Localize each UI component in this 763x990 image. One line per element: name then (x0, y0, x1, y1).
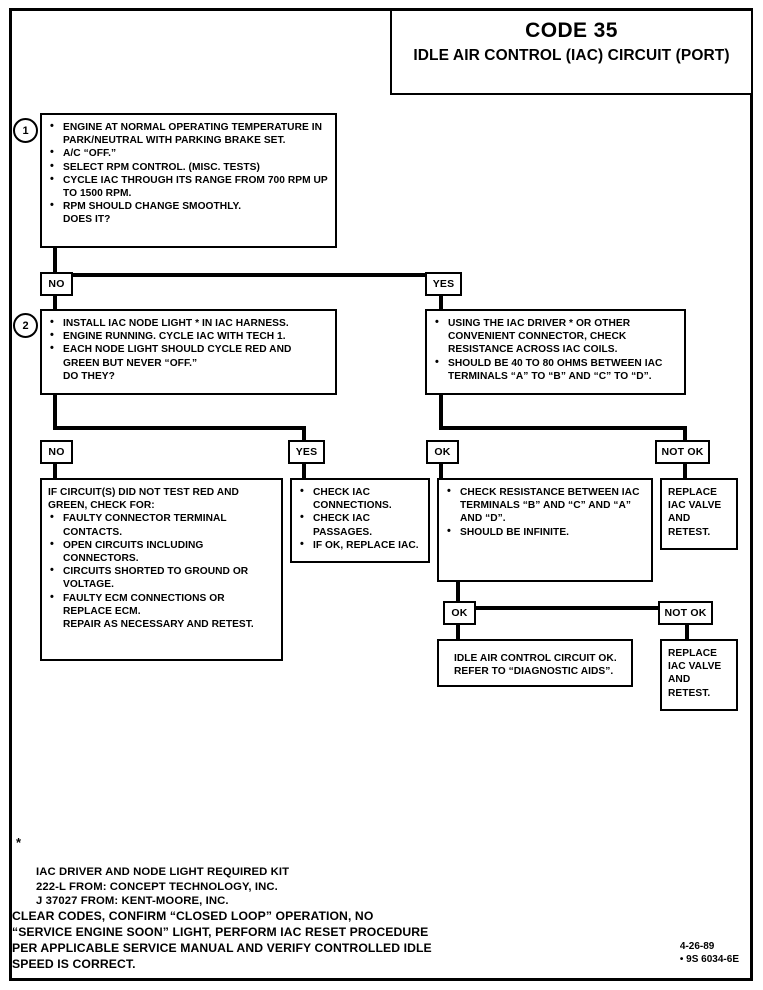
check-iac-bullet-3: IF OK, REPLACE IAC. (298, 538, 422, 552)
resistance-check-bullet-2: SHOULD BE 40 TO 80 OHMS BETWEEN IAC TERM… (433, 356, 678, 383)
replace-valve-top-text: REPLACE IAC VALVE AND RETEST. (668, 487, 722, 538)
circuit-fault-bullet-3: CIRCUITS SHORTED TO GROUND OR VOLTAGE. (48, 564, 275, 591)
step-number-2: 2 (13, 313, 38, 338)
footnote-asterisk: * (16, 835, 22, 850)
check-iac-bullet-2: CHECK IAC PASSAGES. (298, 511, 422, 538)
step-1-question: DOES IT? (63, 214, 111, 226)
step-number-2-label: 2 (22, 319, 29, 332)
connector-no2-down (53, 461, 57, 480)
branch-label-not-ok-2: NOT OK (658, 601, 713, 625)
step-1-bullet-2: A/C “OFF.” (48, 146, 329, 160)
footnote-block: * IAC DRIVER AND NODE LIGHT REQUIRED KIT… (16, 835, 290, 923)
circuit-fault-tail: REPAIR AS NECESSARY AND RETEST. (63, 619, 254, 631)
connector-resistance-bus (439, 426, 687, 430)
connector-ok2-to-box (456, 622, 460, 641)
step-2-bullet-3: EACH NODE LIGHT SHOULD CYCLE RED AND GRE… (48, 342, 329, 369)
title-block: CODE 35 IDLE AIR CONTROL (IAC) CIRCUIT (… (390, 9, 753, 95)
step-1-bullet-3: SELECT RPM CONTROL. (MISC. TESTS) (48, 160, 329, 174)
circuit-fault-bullet-2: OPEN CIRCUITS INCLUDING CONNECTORS. (48, 538, 275, 565)
connector-notok2-to-box (685, 622, 689, 641)
connector-step1-bus (53, 273, 443, 277)
branch-label-no-2: NO (40, 440, 73, 464)
resistance-check-bullet-1: USING THE IAC DRIVER * OR OTHER CONVENIE… (433, 316, 678, 357)
document-stamp: 4-26-89 • 9S 6034-6E (680, 940, 739, 966)
resistance-infinite-bullet-2: SHOULD BE INFINITE. (445, 525, 645, 539)
step-2-box: INSTALL IAC NODE LIGHT * IN IAC HARNESS.… (40, 309, 337, 395)
clear-codes-block: CLEAR CODES, CONFIRM “CLOSED LOOP” OPERA… (12, 909, 432, 971)
page-title-code: CODE 35 (525, 19, 618, 42)
step-1-bullet-5: RPM SHOULD CHANGE SMOOTHLY. (48, 199, 329, 213)
branch-label-ok-2: OK (443, 601, 476, 625)
branch-label-no-1: NO (40, 272, 73, 296)
step-2-bullet-1: INSTALL IAC NODE LIGHT * IN IAC HARNESS. (48, 316, 329, 330)
document-date: 4-26-89 (679, 941, 715, 952)
connector-notok1-to-box (683, 461, 687, 480)
step-2-bullet-2: ENGINE RUNNING. CYCLE IAC WITH TECH 1. (48, 329, 329, 343)
step-1-box: ENGINE AT NORMAL OPERATING TEMPERATURE I… (40, 113, 337, 248)
connector-yes1-to-resistance (439, 293, 443, 311)
page-border (9, 8, 753, 981)
replace-valve-bottom-text: REPLACE IAC VALVE AND RETEST. (668, 648, 722, 699)
resistance-infinite-box: CHECK RESISTANCE BETWEEN IAC TERMINALS “… (437, 478, 653, 582)
connector-step2-down (53, 395, 57, 430)
circuit-ok-box: IDLE AIR CONTROL CIRCUIT OK. REFER TO “D… (437, 639, 633, 687)
connector-step1-down (53, 248, 57, 277)
resistance-check-box: USING THE IAC DRIVER * OR OTHER CONVENIE… (425, 309, 686, 395)
document-part-number: • 9S 6034-6E (679, 954, 739, 965)
circuit-ok-text: IDLE AIR CONTROL CIRCUIT OK. REFER TO “D… (454, 653, 617, 678)
branch-label-ok-1: OK (426, 440, 459, 464)
connector-resistance-down (439, 395, 443, 430)
branch-label-not-ok-1: NOT OK (655, 440, 710, 464)
step-number-1-label: 1 (22, 124, 29, 137)
step-number-1: 1 (13, 118, 38, 143)
resistance-infinite-bullet-1: CHECK RESISTANCE BETWEEN IAC TERMINALS “… (445, 485, 645, 526)
connector-no1-to-step2 (53, 293, 57, 311)
connector-yes2-down (302, 426, 306, 442)
connector-infinite-bus (456, 606, 689, 610)
footnote-text: IAC DRIVER AND NODE LIGHT REQUIRED KIT 2… (36, 866, 290, 907)
circuit-fault-bullet-1: FAULTY CONNECTOR TERMINAL CONTACTS. (48, 511, 275, 538)
connector-ok1-to-box (439, 461, 443, 480)
connector-infinite-down (456, 582, 460, 610)
branch-label-yes-1: YES (425, 272, 462, 296)
replace-valve-box-bottom: REPLACE IAC VALVE AND RETEST. (660, 639, 738, 711)
circuit-fault-box: IF CIRCUIT(S) DID NOT TEST RED AND GREEN… (40, 478, 283, 661)
page-title-subtitle: IDLE AIR CONTROL (IAC) CIRCUIT (PORT) (413, 47, 730, 64)
circuit-fault-bullet-4: FAULTY ECM CONNECTIONS OR REPLACE ECM. (48, 591, 275, 618)
circuit-fault-header: IF CIRCUIT(S) DID NOT TEST RED AND GREEN… (48, 487, 239, 512)
check-iac-box: CHECK IAC CONNECTIONS. CHECK IAC PASSAGE… (290, 478, 430, 563)
step-1-bullet-1: ENGINE AT NORMAL OPERATING TEMPERATURE I… (48, 120, 329, 147)
step-2-question: DO THEY? (63, 370, 115, 382)
step-1-bullet-4: CYCLE IAC THROUGH ITS RANGE FROM 700 RPM… (48, 173, 329, 200)
connector-yes2-to-box (302, 461, 306, 480)
check-iac-bullet-1: CHECK IAC CONNECTIONS. (298, 485, 422, 512)
connector-step2-bus (53, 426, 306, 430)
replace-valve-box-top: REPLACE IAC VALVE AND RETEST. (660, 478, 738, 550)
connector-notok1-down (683, 426, 687, 442)
branch-label-yes-2: YES (288, 440, 325, 464)
